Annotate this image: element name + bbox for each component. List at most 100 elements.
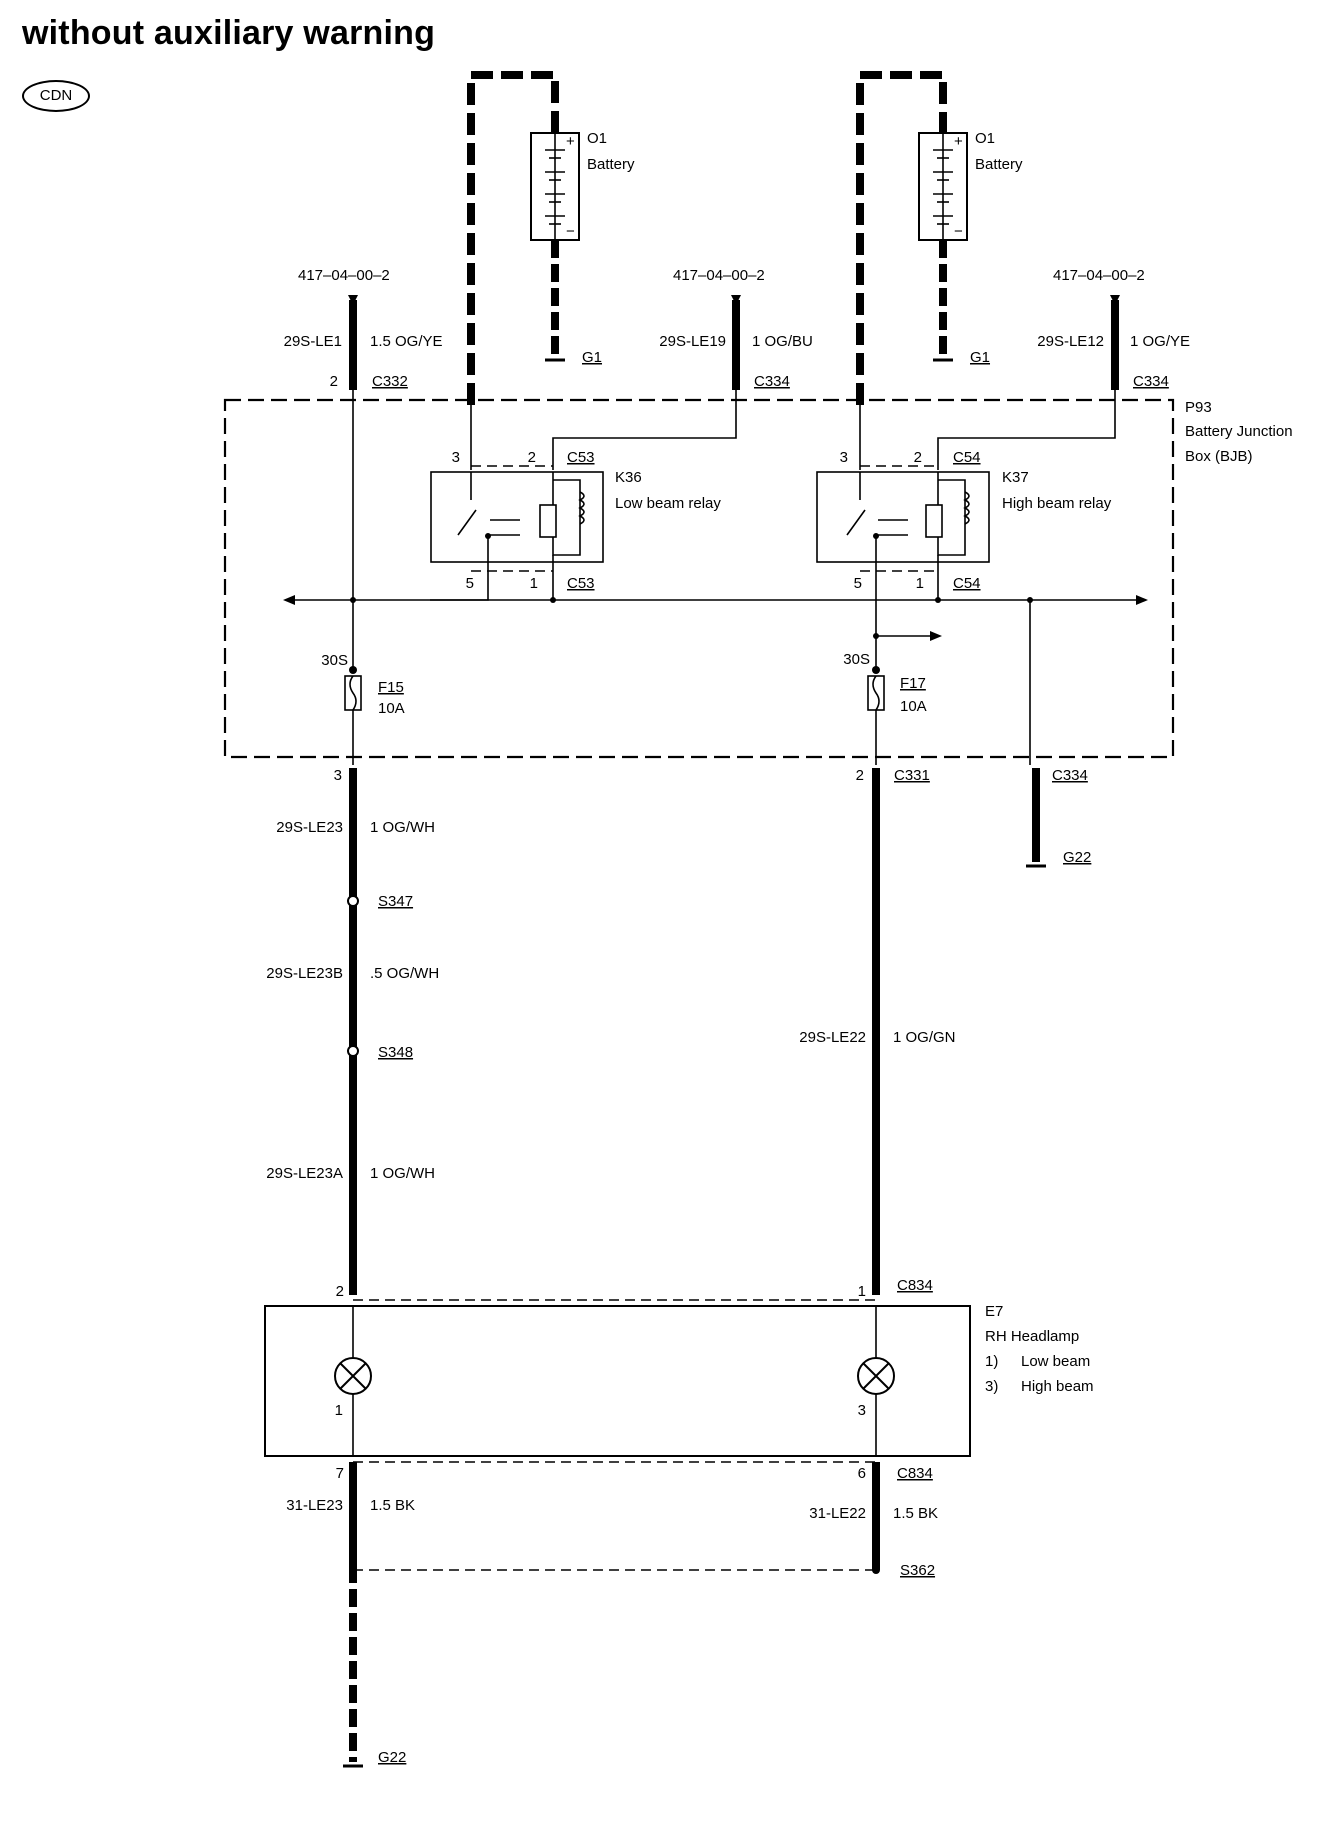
connector-c334-ground: C334 — [1052, 767, 1088, 784]
wire-mid-circuit: 29S-LE19 — [659, 333, 726, 350]
relay-k36 — [430, 465, 604, 601]
ground-g22-bjb: G22 — [1063, 849, 1091, 866]
fuse-f15-id: F15 — [378, 679, 404, 696]
bjb-name-2: Box (BJB) — [1185, 448, 1253, 465]
headlamp-name: RH Headlamp — [985, 1328, 1079, 1345]
wire-mid-spec: 1 OG/BU — [752, 333, 813, 350]
battery-right-name: Battery — [975, 156, 1023, 173]
fuse-f17-feed: 30S — [843, 651, 870, 668]
left-harness-spec-2: .5 OG/WH — [370, 965, 439, 982]
ground-g22-bottom: G22 — [378, 1749, 406, 1766]
ground-right-spec: 1.5 BK — [893, 1505, 938, 1522]
supply-ref-mid: 417–04–00–2 — [673, 267, 765, 284]
fuse-f17-id: F17 — [900, 675, 926, 692]
fuse-f17-rating: 10A — [900, 698, 927, 715]
battery-left-id: O1 — [587, 130, 607, 147]
k36-name: Low beam relay — [615, 495, 721, 512]
battery-plus-label-right: + — [954, 133, 963, 150]
wire-right-spec: 1 OG/YE — [1130, 333, 1190, 350]
battery-left-name: Battery — [587, 156, 635, 173]
bjb-id: P93 — [1185, 399, 1212, 416]
k36-pin5: 5 — [466, 575, 474, 592]
ground-left-spec: 1.5 BK — [370, 1497, 415, 1514]
wire-left-pin: 2 — [330, 373, 338, 390]
splice-s347-label: S347 — [378, 893, 413, 910]
connector-c834-out: C834 — [897, 1465, 933, 1482]
wire-left-circuit: 29S-LE1 — [284, 333, 342, 350]
battery-right: + − — [918, 132, 968, 241]
bulb-high-beam-icon — [857, 1357, 895, 1395]
left-harness-circuit-2: 29S-LE23B — [266, 965, 343, 982]
battery-feed-right — [856, 71, 947, 405]
left-harness-spec-1: 1 OG/WH — [370, 819, 435, 836]
bjb-out-left-pin: 3 — [334, 767, 342, 784]
ground-g1-right: G1 — [970, 349, 990, 366]
relay-k37 — [816, 465, 990, 670]
headlamp-box — [264, 1305, 971, 1457]
wire-right-circuit: 29S-LE12 — [1037, 333, 1104, 350]
k37-pin1: 1 — [916, 575, 924, 592]
k36-pin2-feed — [552, 390, 737, 470]
k37-connector-bottom: C54 — [953, 575, 981, 592]
headlamp-in-left-pin: 2 — [336, 1283, 344, 1300]
connector-c334-right: C334 — [1133, 373, 1169, 390]
bjb-box — [223, 398, 1175, 759]
k37-pin5: 5 — [854, 575, 862, 592]
connector-c334-mid: C334 — [754, 373, 790, 390]
bulb-low-pin: 1 — [335, 1402, 343, 1419]
battery-minus-label: − — [566, 223, 575, 240]
k37-pin2-feed — [937, 390, 1116, 470]
bulb-low-beam-icon — [334, 1357, 372, 1395]
k37-name: High beam relay — [1002, 495, 1112, 512]
ground-right-circuit: 31-LE22 — [809, 1505, 866, 1522]
headlamp-id: E7 — [985, 1303, 1003, 1320]
connector-c331: C331 — [894, 767, 930, 784]
k36-id: K36 — [615, 469, 642, 486]
headlamp-in-right-pin: 1 — [858, 1283, 866, 1300]
left-harness-circuit-1: 29S-LE23 — [276, 819, 343, 836]
right-harness-spec: 1 OG/GN — [893, 1029, 956, 1046]
ground-g1-left: G1 — [582, 349, 602, 366]
fuse-f15-feed: 30S — [321, 652, 348, 669]
battery-left: + − — [530, 132, 580, 241]
battery-feed-left — [467, 71, 559, 405]
k36-pin1: 1 — [530, 575, 538, 592]
fuse-f15-rating: 10A — [378, 700, 405, 717]
k37-connector-top: C54 — [953, 449, 981, 466]
left-harness-circuit-3: 29S-LE23A — [266, 1165, 343, 1182]
wire-left-spec: 1.5 OG/YE — [370, 333, 443, 350]
supply-ref-right: 417–04–00–2 — [1053, 267, 1145, 284]
k36-pin3: 3 — [452, 449, 460, 466]
battery-right-id: O1 — [975, 130, 995, 147]
battery-plus-label: + — [566, 133, 575, 150]
market-badge: CDN — [22, 80, 90, 112]
headlamp-item2: High beam — [1021, 1378, 1094, 1395]
bulb-high-pin: 3 — [858, 1402, 866, 1419]
k37-pin3: 3 — [840, 449, 848, 466]
splice-s348-label: S348 — [378, 1044, 413, 1061]
page-title: without auxiliary warning — [22, 14, 436, 52]
headlamp-out-right-pin: 6 — [858, 1465, 866, 1482]
k36-connector-top: C53 — [567, 449, 595, 466]
headlamp-item1: Low beam — [1021, 1353, 1090, 1370]
k37-id: K37 — [1002, 469, 1029, 486]
connector-c332: C332 — [372, 373, 408, 390]
headlamp-item2-num: 3) — [985, 1378, 998, 1395]
splice-s348 — [347, 1045, 359, 1057]
right-harness-circuit: 29S-LE22 — [799, 1029, 866, 1046]
supply-ref-left: 417–04–00–2 — [298, 267, 390, 284]
splice-s362: S362 — [900, 1562, 935, 1579]
k36-pin2: 2 — [528, 449, 536, 466]
splice-s347 — [347, 895, 359, 907]
k36-connector-bottom: C53 — [567, 575, 595, 592]
left-harness-spec-3: 1 OG/WH — [370, 1165, 435, 1182]
bjb-name-1: Battery Junction — [1185, 423, 1293, 440]
headlamp-out-left-pin: 7 — [336, 1465, 344, 1482]
headlamp-item1-num: 1) — [985, 1353, 998, 1370]
bjb-out-right-pin: 2 — [856, 767, 864, 784]
k37-pin2: 2 — [914, 449, 922, 466]
connector-c834-in: C834 — [897, 1277, 933, 1294]
battery-minus-label-right: − — [954, 223, 963, 240]
ground-left-circuit: 31-LE23 — [286, 1497, 343, 1514]
